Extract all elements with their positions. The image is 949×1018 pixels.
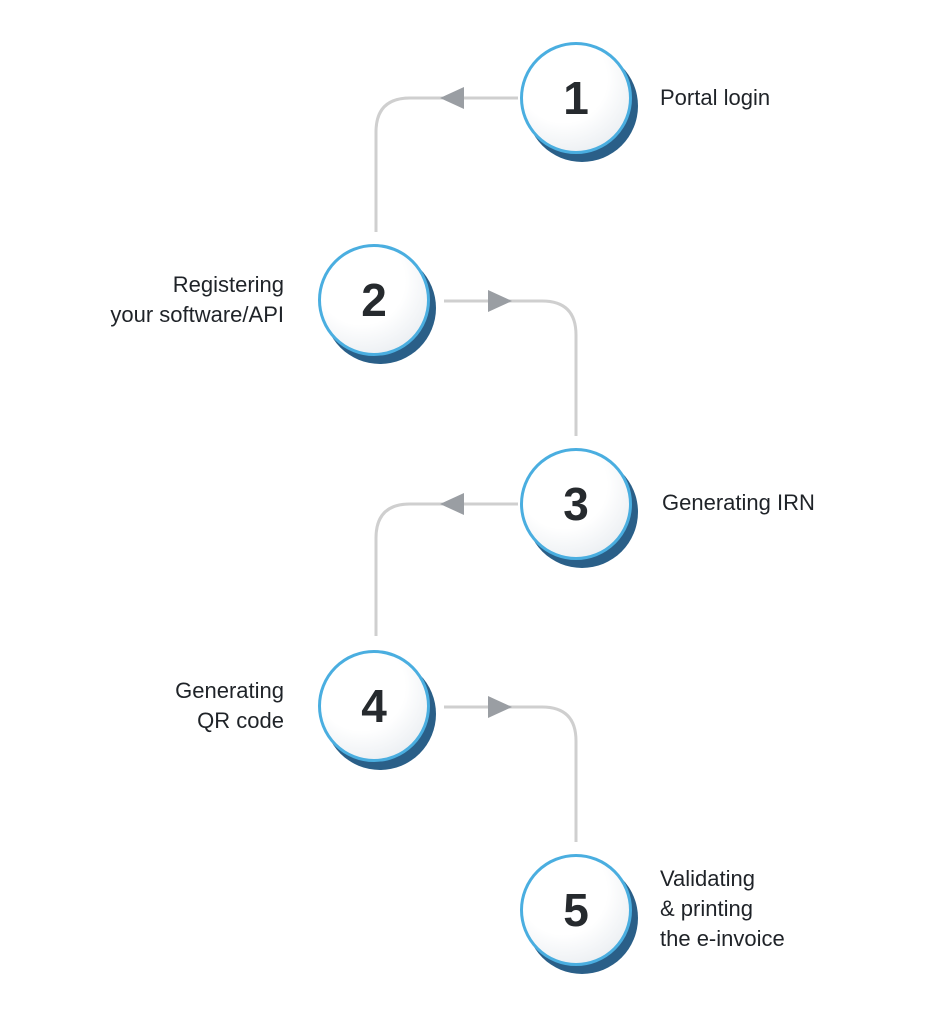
- arrow-2-3: [488, 290, 512, 312]
- step-5-circle: 5: [520, 854, 632, 966]
- step-4-label: Generating QR code: [175, 676, 284, 736]
- step-4-label-line-1: Generating: [175, 678, 284, 703]
- step-5-label-line-2: & printing: [660, 896, 753, 921]
- connector-2-3: [444, 299, 578, 436]
- step-5-number: 5: [563, 884, 589, 936]
- step-4-number: 4: [361, 680, 387, 732]
- connector-3-4: [374, 502, 518, 636]
- step-2-label: Registering your software/API: [110, 270, 284, 330]
- step-2-node: 2: [318, 244, 436, 364]
- step-3-label-line-1: Generating IRN: [662, 490, 815, 515]
- step-2-label-line-1: Registering: [172, 272, 284, 297]
- step-5-label-line-3: the e-invoice: [660, 926, 785, 951]
- step-1-label-line-1: Portal login: [660, 85, 771, 110]
- step-1-number: 1: [563, 72, 589, 124]
- arrow-4-5: [488, 696, 512, 718]
- step-4-label-line-2: QR code: [197, 708, 284, 733]
- step-5-label-line-1: Validating: [660, 866, 755, 891]
- step-3-label: Generating IRN: [662, 488, 815, 518]
- step-3-number: 3: [563, 478, 589, 530]
- connector-1-2: [374, 96, 518, 232]
- step-3-circle: 3: [520, 448, 632, 560]
- step-5-node: 5: [520, 854, 638, 974]
- step-4-node: 4: [318, 650, 436, 770]
- step-1-circle: 1: [520, 42, 632, 154]
- step-5-label: Validating & printing the e-invoice: [660, 864, 785, 954]
- step-2-label-line-2: your software/API: [110, 302, 284, 327]
- step-1-node: 1: [520, 42, 638, 162]
- step-2-number: 2: [361, 274, 387, 326]
- step-3-node: 3: [520, 448, 638, 568]
- arrow-3-4: [440, 493, 464, 515]
- step-2-circle: 2: [318, 244, 430, 356]
- arrow-1-2: [440, 87, 464, 109]
- step-1-label: Portal login: [660, 83, 770, 113]
- step-4-circle: 4: [318, 650, 430, 762]
- connector-4-5: [444, 705, 578, 842]
